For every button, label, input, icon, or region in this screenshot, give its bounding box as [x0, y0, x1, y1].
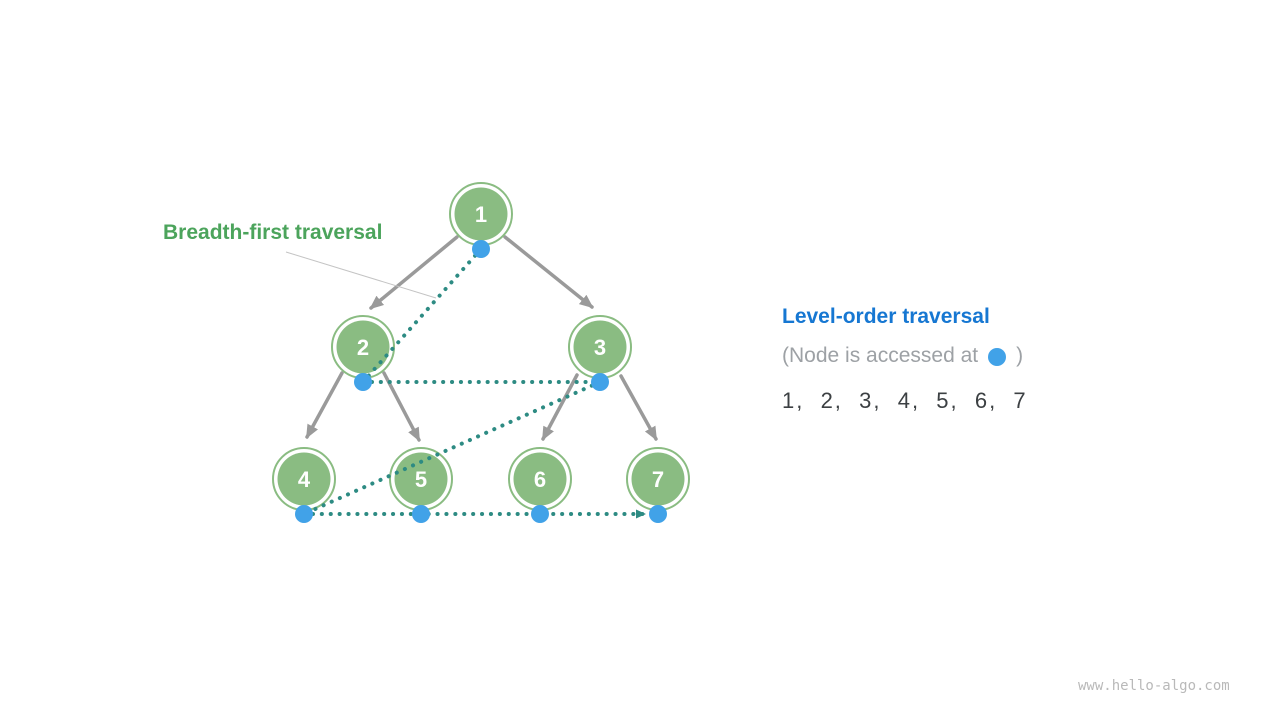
access-dot-icon	[988, 348, 1007, 366]
access-dot-2	[354, 373, 372, 391]
watermark: www.hello-algo.com	[1078, 678, 1230, 694]
tree-node-label-4: 4	[298, 467, 311, 492]
breadth-first-label: Breadth-first traversal	[163, 221, 383, 244]
legend-panel: Level-order traversal (Node is accessed …	[782, 305, 1028, 414]
access-dot-1	[472, 240, 490, 258]
tree-node-label-7: 7	[652, 467, 664, 492]
tree-edge-2-4	[305, 371, 344, 439]
access-dot-6	[531, 505, 549, 523]
access-dots-group	[295, 240, 667, 523]
tree-edges-group	[305, 235, 658, 442]
tree-node-circle-2	[336, 320, 390, 374]
access-dot-7	[649, 505, 667, 523]
tree-node-circle-7	[631, 452, 685, 506]
tree-edge-3-7	[619, 374, 658, 441]
traversal-sequence: 1, 2, 3, 4, 5, 6, 7	[782, 388, 1028, 413]
tree-edge-3-6	[541, 373, 579, 441]
access-dot-5	[412, 505, 430, 523]
legend-note-close: )	[1016, 344, 1024, 367]
legend-note-text: (Node is accessed at	[782, 344, 979, 367]
tree-node-label-5: 5	[415, 467, 427, 492]
tree-nodes-group: 1 2 3 4 5 6 7	[272, 182, 690, 511]
tree-edge-2-5	[382, 371, 421, 442]
tree-node-label-6: 6	[534, 467, 546, 492]
label-pointer-line	[285, 251, 437, 299]
tree-node-circle-1	[454, 187, 508, 241]
tree-node-circle-6	[513, 452, 567, 506]
tree-node-label-3: 3	[594, 335, 606, 360]
traversal-segment-3-4	[302, 380, 602, 516]
tree-node-circle-5	[394, 452, 448, 506]
legend-note: (Node is accessed at )	[782, 344, 1028, 368]
tree-node-circle-3	[573, 320, 627, 374]
access-dot-4	[295, 505, 313, 523]
legend-title: Level-order traversal	[782, 305, 990, 328]
tree-node-label-2: 2	[357, 335, 369, 360]
tree-edge-1-2	[369, 235, 459, 310]
annotation-group	[285, 251, 437, 299]
tree-node-label-1: 1	[475, 202, 487, 227]
tree-node-circle-4	[277, 452, 331, 506]
tree-edge-1-3	[503, 235, 594, 309]
traversal-path-group	[302, 247, 647, 519]
access-dot-3	[591, 373, 609, 391]
traversal-segment-1-2	[361, 247, 483, 384]
